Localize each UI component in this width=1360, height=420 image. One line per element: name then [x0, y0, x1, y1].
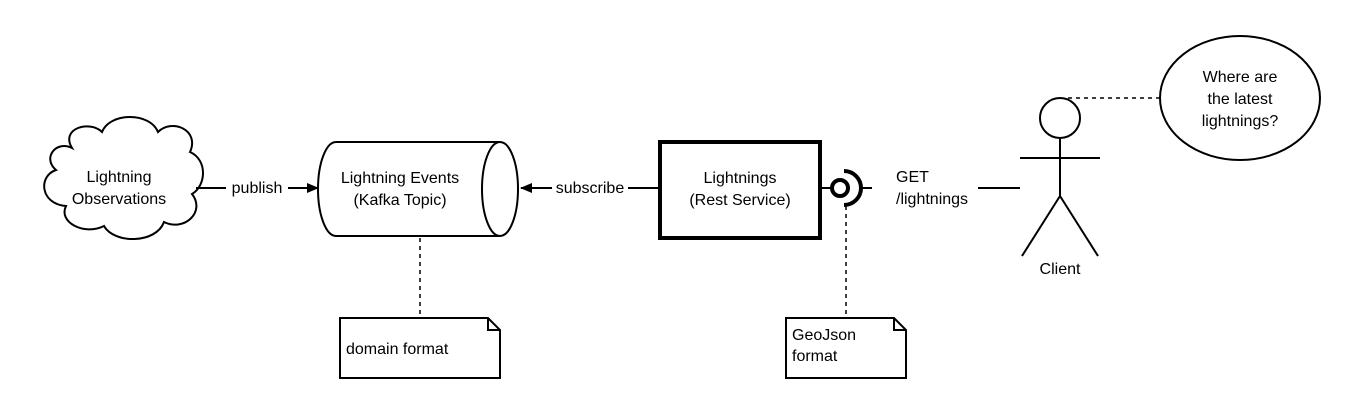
publish-edge-label: publish — [232, 180, 283, 197]
geojson-format-note: GeoJson format — [785, 206, 907, 379]
subscribe-edge: subscribe — [520, 180, 660, 197]
thought-line2: the latest — [1208, 91, 1273, 108]
thought-bubble: Where are the latest lightnings? — [1068, 35, 1321, 161]
rest-service-box: Lightnings (Rest Service) — [658, 140, 822, 240]
geojson-format-label-line2: format — [792, 348, 838, 365]
thought-line1: Where are — [1203, 69, 1278, 86]
rest-service-label-line1: Lightnings — [704, 170, 777, 187]
rest-service-label-line2: (Rest Service) — [689, 192, 790, 209]
get-lightnings-edge: GET /lightnings — [896, 169, 1020, 208]
observations-label-line2: Observations — [72, 191, 166, 208]
client-label: Client — [1040, 261, 1081, 278]
get-edge-label-line1: GET — [896, 169, 929, 186]
thought-line3: lightnings? — [1202, 113, 1279, 130]
publish-edge: publish — [196, 180, 319, 197]
domain-format-note: domain format — [339, 238, 501, 379]
interface-socket-icon — [820, 169, 872, 207]
kafka-topic-cylinder: Lightning Events (Kafka Topic) — [317, 141, 519, 237]
get-edge-label-line2: /lightnings — [896, 191, 968, 208]
domain-format-label: domain format — [346, 341, 449, 358]
kafka-topic-label-line2: (Kafka Topic) — [353, 192, 446, 209]
client-actor-icon: Client — [1020, 97, 1100, 278]
observations-label-line1: Lightning — [87, 169, 152, 186]
geojson-format-label-line1: GeoJson — [792, 327, 856, 344]
subscribe-edge-label: subscribe — [556, 180, 625, 197]
kafka-topic-label-line1: Lightning Events — [341, 170, 459, 187]
observations-cloud: Lightning Observations — [43, 116, 204, 240]
